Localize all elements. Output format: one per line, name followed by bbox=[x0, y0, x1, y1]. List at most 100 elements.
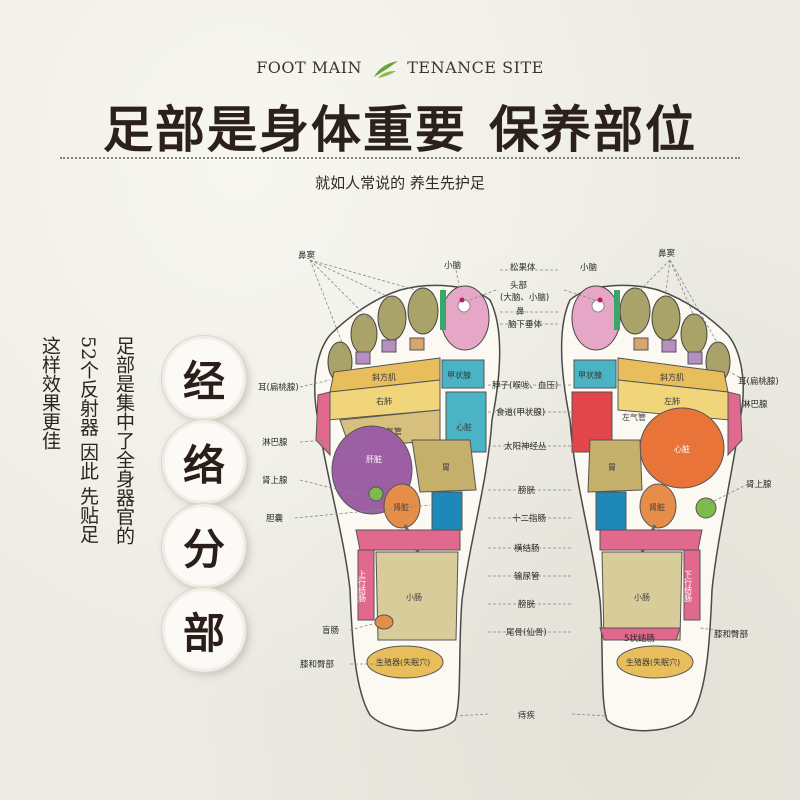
subtitle-part1: 就如人常说的 bbox=[315, 174, 406, 192]
right-sigmoid-colon bbox=[599, 627, 681, 641]
left-toe-4 bbox=[350, 313, 378, 355]
left-pituitary-dot bbox=[457, 299, 471, 313]
dotted-divider bbox=[60, 157, 740, 159]
site-tagline-left: FOOT MAIN bbox=[256, 58, 363, 77]
label-adrenal-right: 肾上腺 bbox=[746, 479, 772, 490]
left-pancreas bbox=[431, 491, 463, 531]
label-pancreas-left: 胆囊 bbox=[266, 513, 284, 524]
label-coccyx: 尾骨(仙骨) bbox=[506, 627, 547, 638]
label-nose-right: 鼻窦 bbox=[658, 248, 675, 259]
right-pancreas bbox=[595, 491, 627, 531]
right-head-pad bbox=[633, 337, 649, 351]
label-five-colon: 5状结肠 bbox=[624, 633, 655, 644]
label-ear-left: 耳(扁桃腺) bbox=[258, 382, 299, 393]
label-adrenal-left: 肾上腺 bbox=[262, 475, 288, 486]
label-knee-left: 膝和臀部 bbox=[300, 659, 335, 670]
label-lymph-left: 淋巴腺 bbox=[262, 437, 288, 448]
label-asc-colon: 上行结肠 bbox=[358, 570, 367, 603]
right-pituitary-dot bbox=[591, 299, 605, 313]
label-kidney-mid: 膀胱 bbox=[518, 599, 536, 610]
circle-char-4: 部 bbox=[162, 588, 246, 672]
left-ear-pad bbox=[381, 339, 397, 353]
left-eye-pad bbox=[355, 351, 371, 365]
left-thyroid bbox=[441, 359, 485, 389]
right-transverse-colon bbox=[599, 529, 703, 551]
title-part1: 足部是身体重要 bbox=[103, 100, 467, 159]
left-big-toe-green bbox=[440, 290, 446, 330]
label-hemorrhoid: 痔疾 bbox=[518, 710, 536, 721]
circle-char-2: 络 bbox=[162, 420, 246, 504]
right-small-intestine bbox=[601, 551, 683, 641]
label-bronchus-right: 左气管 bbox=[622, 412, 646, 422]
label-kidney-right: 肾脏 bbox=[649, 502, 665, 512]
left-shoulder bbox=[315, 391, 331, 457]
subtitle-part2: 养生先护足 bbox=[409, 174, 485, 192]
right-shoulder bbox=[727, 391, 743, 457]
left-transverse-colon bbox=[355, 529, 461, 551]
page-title: 足部是身体重要保养部位 bbox=[0, 90, 800, 162]
right-kidney bbox=[639, 483, 677, 529]
right-eye-pad bbox=[687, 351, 703, 365]
label-desc-colon: 下行结肠 bbox=[684, 570, 693, 603]
label-small-int-right: 小肠 bbox=[634, 593, 650, 602]
right-thyroid bbox=[573, 359, 617, 389]
label-lung-right: 左肺 bbox=[664, 396, 680, 406]
label-solar-plexus: 太阳神经丛 bbox=[504, 441, 547, 452]
right-genital bbox=[616, 645, 694, 679]
title-part2: 保养部位 bbox=[489, 100, 697, 159]
site-tagline-right: TENANCE SITE bbox=[407, 58, 544, 77]
label-thyroid-left: 甲状腺 bbox=[447, 370, 471, 380]
label-stomach-left: 胃 bbox=[442, 463, 450, 472]
label-lymph-right: 淋巴腺 bbox=[742, 399, 768, 410]
label-small-brain-top: 小脑 bbox=[444, 260, 462, 271]
label-kidney-left: 肾脏 bbox=[393, 502, 409, 512]
label-esophagus: 食道(甲状腺) bbox=[496, 407, 545, 418]
label-heart-left: 心脏 bbox=[456, 422, 472, 432]
label-ureter: 输尿管 bbox=[514, 571, 540, 582]
label-nose-left: 鼻窦 bbox=[298, 250, 315, 261]
subtitle: 就如人常说的 养生先护足 bbox=[0, 172, 800, 193]
right-foot: 斜方肌 甲状腺 左肺 左气管 心脏 胃 肾脏 下行结肠 小肠 生殖器(失眠穴) bbox=[560, 284, 744, 732]
label-heart-right: 心脏 bbox=[674, 444, 690, 454]
right-toe-4 bbox=[680, 313, 708, 355]
label-hypothalamus: 脑下垂体 bbox=[508, 319, 543, 330]
side-text-column3: 这样效果更佳 bbox=[39, 336, 61, 450]
left-toe-2 bbox=[407, 287, 439, 335]
side-text-column1: 足部是集中了全身器官的 bbox=[113, 336, 135, 545]
left-toe-3 bbox=[377, 295, 407, 341]
left-head-pad bbox=[409, 337, 425, 351]
site-tagline: FOOT MAIN TENANCE SITE bbox=[0, 58, 800, 79]
label-trapezius-right: 斜方肌 bbox=[660, 372, 684, 382]
right-toe-3 bbox=[651, 295, 681, 341]
right-ear-pad bbox=[661, 339, 677, 353]
label-bladder: 膀胱 bbox=[518, 485, 536, 496]
label-appendix: 盲肠 bbox=[322, 625, 339, 636]
label-pineal: 松果体 bbox=[510, 262, 536, 273]
right-adrenal-dot bbox=[695, 497, 717, 519]
left-gallbladder bbox=[368, 486, 384, 502]
label-knee-right: 膝和臀部 bbox=[714, 629, 749, 640]
left-stomach bbox=[411, 439, 477, 493]
left-genital bbox=[366, 645, 444, 679]
label-lung-left: 右肺 bbox=[376, 396, 392, 406]
label-nose-mid: 鼻 bbox=[516, 306, 525, 317]
side-text-column2: 52个反射器 因此 先贴足 bbox=[77, 336, 99, 544]
right-toe-2 bbox=[619, 287, 651, 335]
label-duodenum: 十二指肠 bbox=[512, 513, 546, 524]
left-ascending-colon bbox=[357, 549, 375, 621]
label-genital-left: 生殖器(失眠穴) bbox=[376, 657, 430, 667]
left-appendix bbox=[374, 614, 394, 630]
circle-char-3: 分 bbox=[162, 504, 246, 588]
right-stomach bbox=[587, 439, 643, 493]
label-small-brain-right: 小脑 bbox=[580, 262, 598, 273]
right-descending-colon bbox=[683, 549, 701, 621]
label-ear-right: 耳(扁桃腺) bbox=[738, 376, 779, 387]
label-stomach-right: 胃 bbox=[608, 463, 616, 472]
label-trapezius-left: 斜方肌 bbox=[372, 372, 396, 382]
leader-lines bbox=[294, 259, 749, 717]
right-pituitary-point bbox=[597, 297, 603, 303]
right-big-toe-green bbox=[614, 290, 620, 330]
label-transverse-colon: 横结肠 bbox=[514, 543, 540, 554]
label-head-sub: (大脑、小脑) bbox=[500, 292, 549, 303]
